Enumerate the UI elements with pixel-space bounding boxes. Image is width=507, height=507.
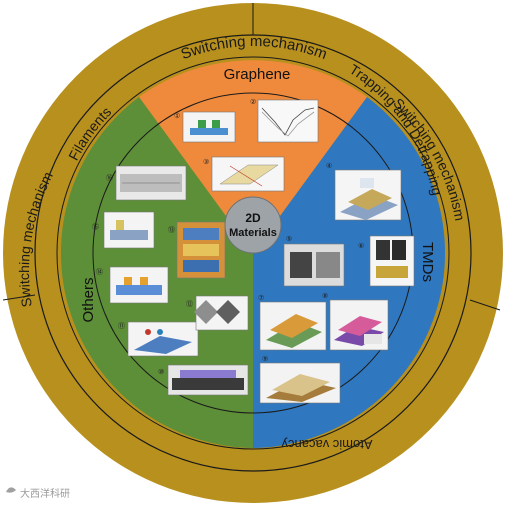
graphene-label: Graphene — [224, 66, 291, 83]
thumbnail-2 — [257, 99, 319, 143]
watermark: 大西洋科研 — [6, 487, 70, 500]
center-hub — [224, 196, 282, 254]
figure-number-16: ⑯ — [106, 174, 113, 182]
tmds-label: TMDs — [419, 242, 436, 282]
thumbnail-11 — [127, 321, 199, 357]
watermark-logo-icon — [6, 487, 16, 493]
ring-divider-left — [2, 294, 36, 301]
thumbnail-5 — [283, 243, 345, 287]
middle-ring-border — [56, 56, 450, 450]
thumbnail-15 — [103, 211, 155, 249]
figure-number-8: ⑧ — [322, 292, 328, 300]
thumbnail-13 — [176, 221, 226, 279]
watermark-text: 大西洋科研 — [20, 487, 70, 500]
center-label-line2: Materials — [229, 227, 277, 239]
figure-number-9: ⑨ — [262, 355, 268, 363]
figure-number-4: ④ — [326, 162, 332, 170]
thumbnail-1 — [182, 111, 236, 143]
figure-number-10: ⑩ — [158, 368, 164, 376]
figure-number-2: ② — [250, 98, 256, 106]
vacancy-label: Atomic vacancy — [281, 437, 373, 452]
thumbnail-3 — [211, 156, 285, 192]
thumbnail-7 — [259, 301, 327, 351]
thumbnail-14 — [109, 266, 169, 304]
thumbnail-9 — [259, 362, 341, 404]
figure-number-6: ⑥ — [358, 242, 364, 250]
thumbnail-8 — [329, 299, 389, 351]
figure-number-5: ⑤ — [286, 235, 292, 243]
thumbnail-6 — [369, 235, 415, 287]
figure-number-12: ⑫ — [186, 300, 193, 308]
thumbnail-12 — [194, 295, 249, 331]
figure-number-7: ⑦ — [258, 294, 264, 302]
figure-number-11: ⑪ — [118, 322, 125, 330]
others-label: Others — [80, 277, 97, 322]
thumbnail-10 — [167, 364, 249, 396]
figure-number-14: ⑭ — [96, 268, 103, 276]
thumbnail-4 — [334, 169, 402, 221]
figure-number-15: ⑮ — [92, 223, 99, 231]
figure-number-1: ① — [174, 112, 180, 120]
figure-number-13: ⑬ — [168, 226, 175, 234]
thumbnail-16 — [115, 165, 187, 201]
figure-number-3: ③ — [203, 158, 209, 166]
ring-divider-right — [469, 299, 501, 311]
center-label-line1: 2D — [245, 211, 261, 225]
